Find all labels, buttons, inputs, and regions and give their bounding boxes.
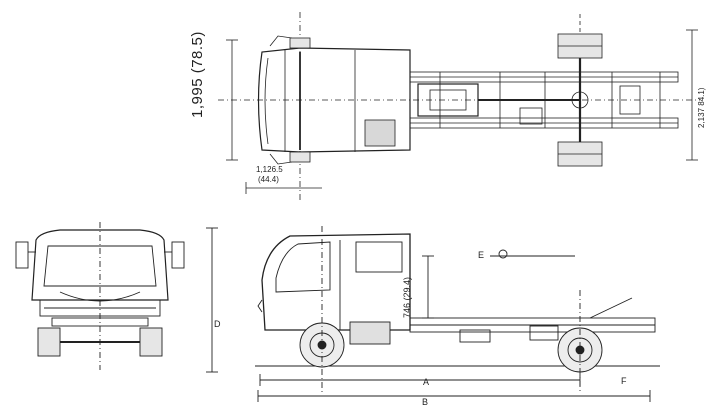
front-overhang-inch-label: (44.4) <box>258 175 279 184</box>
dimension-d-label: D <box>214 319 221 329</box>
dimension-e-label: E <box>478 250 485 260</box>
top-view <box>218 12 700 200</box>
dimension-b-label: B <box>422 397 429 407</box>
front-view <box>15 222 185 370</box>
dimension-f-label: F <box>621 376 627 386</box>
overall-width-label: 1,995 (78.5) <box>189 31 206 118</box>
front-overhang-label: 1,126.5 <box>256 165 283 174</box>
rear-track-label: 2,137 84.1) <box>697 87 706 128</box>
dimension-a-label: A <box>423 377 430 387</box>
side-view <box>206 226 660 402</box>
frame-height-label: 746 (29.4) <box>402 276 412 318</box>
